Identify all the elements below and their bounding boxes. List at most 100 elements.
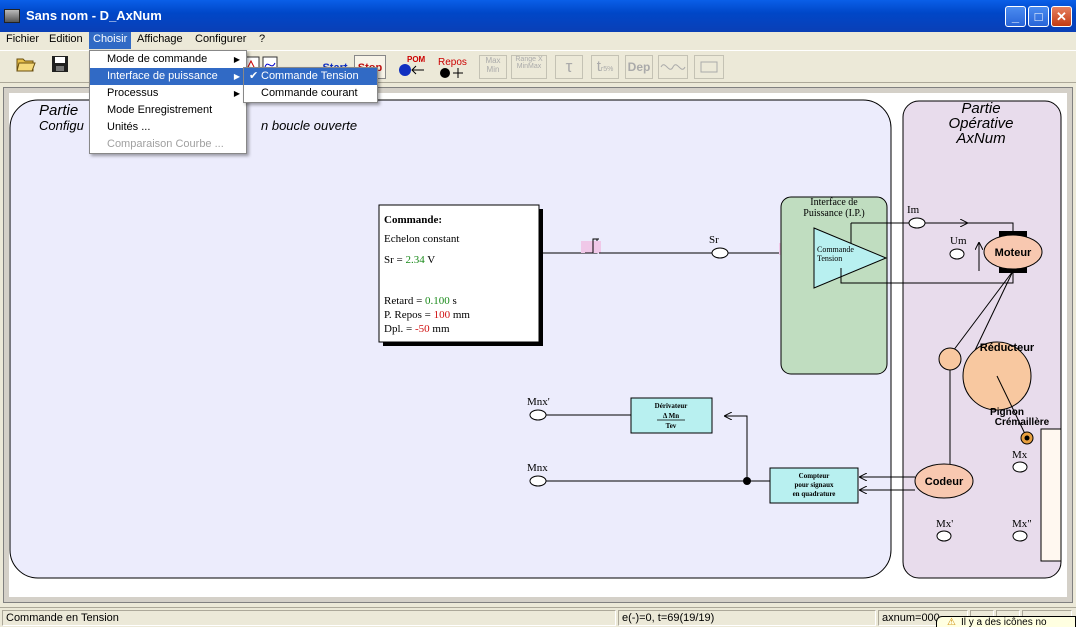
ip-block-2: Tension: [817, 254, 842, 263]
derivateur-block[interactable]: [630, 397, 713, 434]
ip-title-2: Puissance (I.P.): [803, 208, 864, 219]
mx-dbl-node[interactable]: [1012, 530, 1028, 542]
im-node[interactable]: [908, 217, 926, 229]
commande-box[interactable]: [378, 204, 540, 343]
menu-item-mode-enregistrement[interactable]: Mode Enregistrement: [107, 104, 213, 116]
range-x-label: Range X: [515, 56, 543, 63]
um-label: Um: [950, 235, 967, 247]
maximize-button[interactable]: □: [1028, 6, 1049, 27]
moteur[interactable]: [983, 234, 1043, 270]
mx-prime-node[interactable]: [936, 530, 952, 542]
open-folder-icon[interactable]: [14, 55, 38, 79]
dep-button[interactable]: Dep: [625, 55, 653, 79]
compteur-label-2: pour signaux: [795, 481, 834, 489]
menu-item-processus[interactable]: Processus▶: [90, 85, 246, 102]
diagram-canvas: Partie Configu n boucle ouverte Partie O…: [9, 93, 1067, 597]
close-button[interactable]: ✕: [1051, 6, 1072, 27]
mnx-to-derivateur: [725, 416, 748, 481]
commande-repos: P. Repos = 100 mm: [384, 309, 470, 321]
menu-item-unites[interactable]: Unités ...: [107, 121, 151, 133]
repos-button[interactable]: Repos: [437, 55, 469, 79]
codeur-label: Codeur: [925, 476, 964, 488]
menu-item-interface-puissance[interactable]: Interface de puissance▶: [90, 68, 246, 85]
tr5-label: t: [596, 58, 601, 75]
im-wire-c: [967, 222, 1014, 231]
mx-node[interactable]: [1012, 461, 1028, 473]
derivateur-label-1: Dérivateur: [655, 402, 688, 410]
mnx-prime-node[interactable]: [529, 409, 547, 421]
pignon-label-1: Pignon: [990, 407, 1024, 418]
menu-item-mode-commande[interactable]: Mode de commande▶: [90, 51, 246, 68]
tr5-sub: r5%: [600, 66, 614, 73]
repos-label: Repos: [438, 57, 467, 68]
mnx-label: Mnx: [527, 462, 548, 474]
sr-label: Sr: [709, 234, 719, 246]
right-panel-title-2: Opérative: [948, 115, 1013, 132]
step-signal: [585, 238, 599, 254]
interface-submenu: ✔Commande Tension Commande courant: [243, 67, 378, 103]
save-icon[interactable]: [48, 55, 72, 79]
menu-item-comparaison-courbe: Comparaison Courbe ...: [107, 138, 224, 150]
mx-prime-label: Mx': [936, 518, 953, 530]
tau-button[interactable]: τ: [555, 55, 583, 79]
mnx-prime-label: Mnx': [527, 396, 550, 408]
menu-edition[interactable]: Edition: [49, 33, 83, 45]
um-wire: [840, 268, 1014, 284]
status-bar: Commande en Tension e(-)=0, t=69(19/19) …: [0, 607, 1076, 627]
derivateur-label-2: Δ Mn: [663, 412, 679, 420]
status-mode: Commande en Tension: [2, 610, 616, 626]
commande-dpl: Dpl. = -50 mm: [384, 323, 450, 335]
menu-help[interactable]: ?: [259, 33, 266, 45]
status-time: e(-)=0, t=69(19/19): [618, 610, 876, 626]
range-x-button[interactable]: Range X MinMax: [511, 55, 547, 79]
app-icon[interactable]: [4, 9, 20, 23]
right-panel-title-3: AxNum: [955, 130, 1005, 147]
max-min-button[interactable]: Max Min: [479, 55, 507, 79]
minimize-button[interactable]: _: [1005, 6, 1026, 27]
compteur-label-1: Compteur: [799, 472, 830, 480]
menu-fichier[interactable]: Fichier: [6, 33, 40, 45]
menu-affichage[interactable]: Affichage: [137, 33, 183, 45]
menu-configurer[interactable]: Configurer: [195, 33, 247, 45]
tr5-button[interactable]: tr5%: [591, 55, 619, 79]
mx-label: Mx: [1012, 449, 1028, 461]
pignon-label-2: Crémaillère: [995, 417, 1050, 428]
shaft: [996, 375, 1028, 439]
menu-choisir[interactable]: Choisir: [89, 32, 132, 49]
menu-item-commande-tension[interactable]: ✔Commande Tension: [244, 68, 377, 85]
ip-title-1: Interface de: [810, 197, 858, 208]
mx-dbl-label: Mx": [1012, 518, 1032, 530]
submenu-arrow-icon: ▶: [233, 72, 240, 81]
cremaillere[interactable]: [1040, 428, 1062, 562]
signal-fa-icon[interactable]: [658, 55, 688, 79]
pignon-center: [1024, 435, 1030, 441]
left-panel-subtitle-a: Configu: [39, 118, 84, 133]
left-panel-title: Partie: [39, 102, 78, 119]
commande-retard: Retard = 0.100 s: [384, 295, 457, 307]
reducteur-label: Réducteur: [980, 342, 1035, 354]
mnx-node[interactable]: [529, 475, 547, 487]
commande-sr: Sr = 2.34 V: [384, 254, 435, 266]
commande-title: Commande:: [384, 214, 442, 226]
compteur-block[interactable]: [769, 467, 859, 504]
right-panel-title-1: Partie: [961, 100, 1000, 117]
codeur[interactable]: [914, 463, 974, 499]
ip-amplifier[interactable]: [813, 227, 888, 289]
pom-label: POM: [407, 55, 426, 64]
moteur-label: Moteur: [995, 247, 1032, 259]
menu-item-commande-courant[interactable]: Commande courant: [261, 87, 358, 99]
motor-top-bar: [999, 231, 1027, 237]
choisir-menu: Mode de commande▶ Interface de puissance…: [89, 50, 247, 154]
ip-panel: [780, 196, 888, 375]
pom-button[interactable]: POM: [397, 55, 427, 79]
canvas-frame: Partie Configu n boucle ouverte Partie O…: [3, 87, 1073, 603]
submenu-arrow-icon: ▶: [233, 55, 240, 64]
sr-node[interactable]: [711, 247, 729, 259]
derivateur-label-3: Tev: [666, 422, 677, 430]
um-node[interactable]: [949, 248, 965, 260]
im-label: Im: [907, 204, 920, 216]
motor-bottom-bar: [999, 267, 1027, 273]
commande-type: Echelon constant: [384, 233, 459, 245]
notification-balloon[interactable]: ⚠ Il y a des icônes no: [936, 616, 1076, 627]
signal-tjm-icon[interactable]: [694, 55, 724, 79]
